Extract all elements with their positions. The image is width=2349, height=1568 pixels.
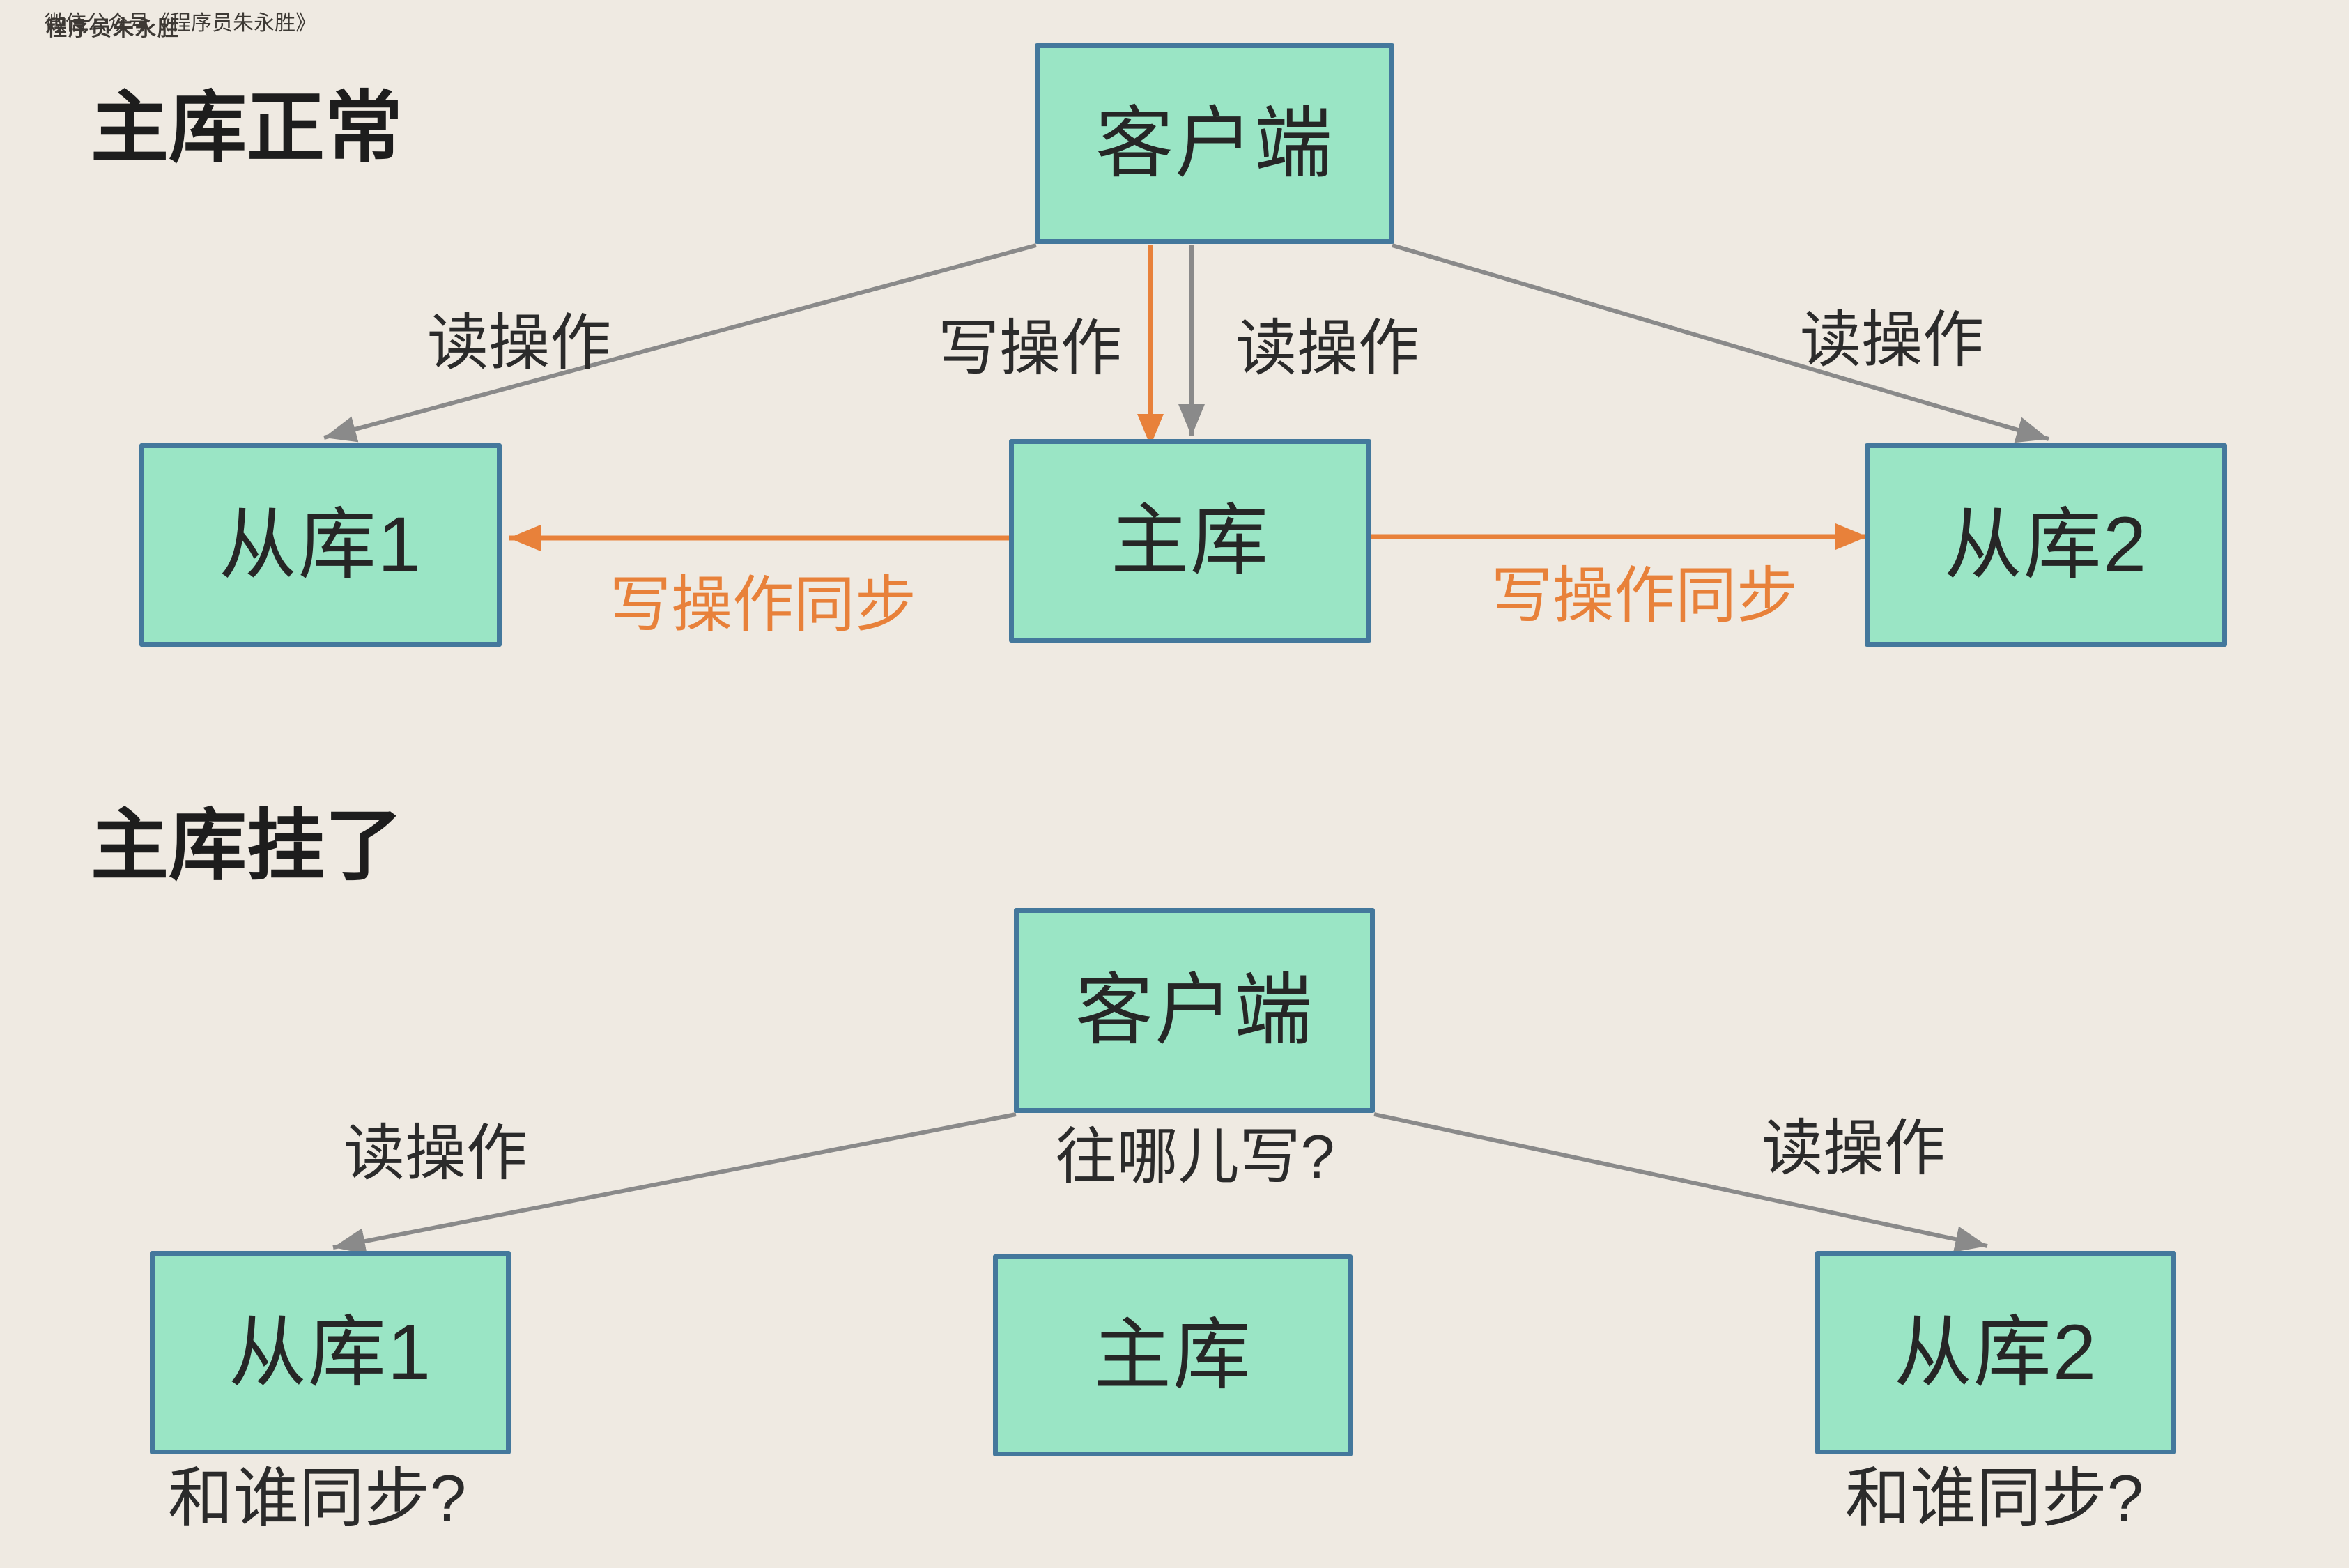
section-normal-title: 主库正常 [91,84,403,171]
edge-label-read-right-down: 读操作 [1761,1114,1946,1183]
node-client-normal: 客户端 [1035,43,1394,244]
node-client-normal-label: 客户端 [1095,100,1334,187]
arrow-read-client-to-slave2 [1392,243,2049,443]
node-slave1-normal-label: 从库1 [218,501,423,588]
node-slave1-down: 从库1 [150,1251,511,1454]
edge-label-write-where: 往哪儿写? [1055,1122,1335,1191]
section-down-title: 主库挂了 [91,802,403,889]
label-sync-question-left: 和谁同步? [167,1461,467,1535]
edge-label-sync-left: 写操作同步 [609,570,917,639]
arrow-read-client2-to-slave2 [1373,1112,1988,1252]
node-slave1-down-label: 从库1 [228,1309,433,1396]
edge-label-read-left-normal: 读操作 [426,308,612,377]
arrow-read-client2-to-slave1 [332,1112,1017,1254]
watermark: 微信公众号《程序员朱永胜》 程序员朱永胜 [45,4,337,46]
edge-label-read-right-normal: 读操作 [1799,305,1985,374]
node-master-normal-label: 主库 [1111,497,1270,584]
edge-label-read-mid-normal: 读操作 [1235,314,1420,383]
node-client-down-label: 客户端 [1075,967,1314,1054]
label-sync-question-right: 和谁同步? [1844,1461,2144,1535]
node-master-down-label: 主库 [1093,1312,1252,1399]
node-slave2-normal: 从库2 [1865,443,2227,647]
node-slave2-normal-label: 从库2 [1943,501,2148,588]
edge-label-write-normal: 写操作 [937,314,1123,383]
node-client-down: 客户端 [1014,908,1375,1113]
node-master-down: 主库 [993,1254,1353,1456]
node-slave2-down: 从库2 [1815,1251,2176,1454]
node-slave2-down-label: 从库2 [1893,1309,2098,1396]
watermark-text-overlay: 程序员朱永胜 [46,17,180,40]
edge-label-read-left-down: 读操作 [343,1119,528,1187]
edge-label-sync-right: 写操作同步 [1491,561,1799,630]
node-slave1-normal: 从库1 [139,443,502,647]
arrow-read-client-to-slave1 [323,243,1037,443]
node-master-normal: 主库 [1009,439,1371,643]
watermark-text: 微信公众号《程序员朱永胜》 [45,12,316,35]
